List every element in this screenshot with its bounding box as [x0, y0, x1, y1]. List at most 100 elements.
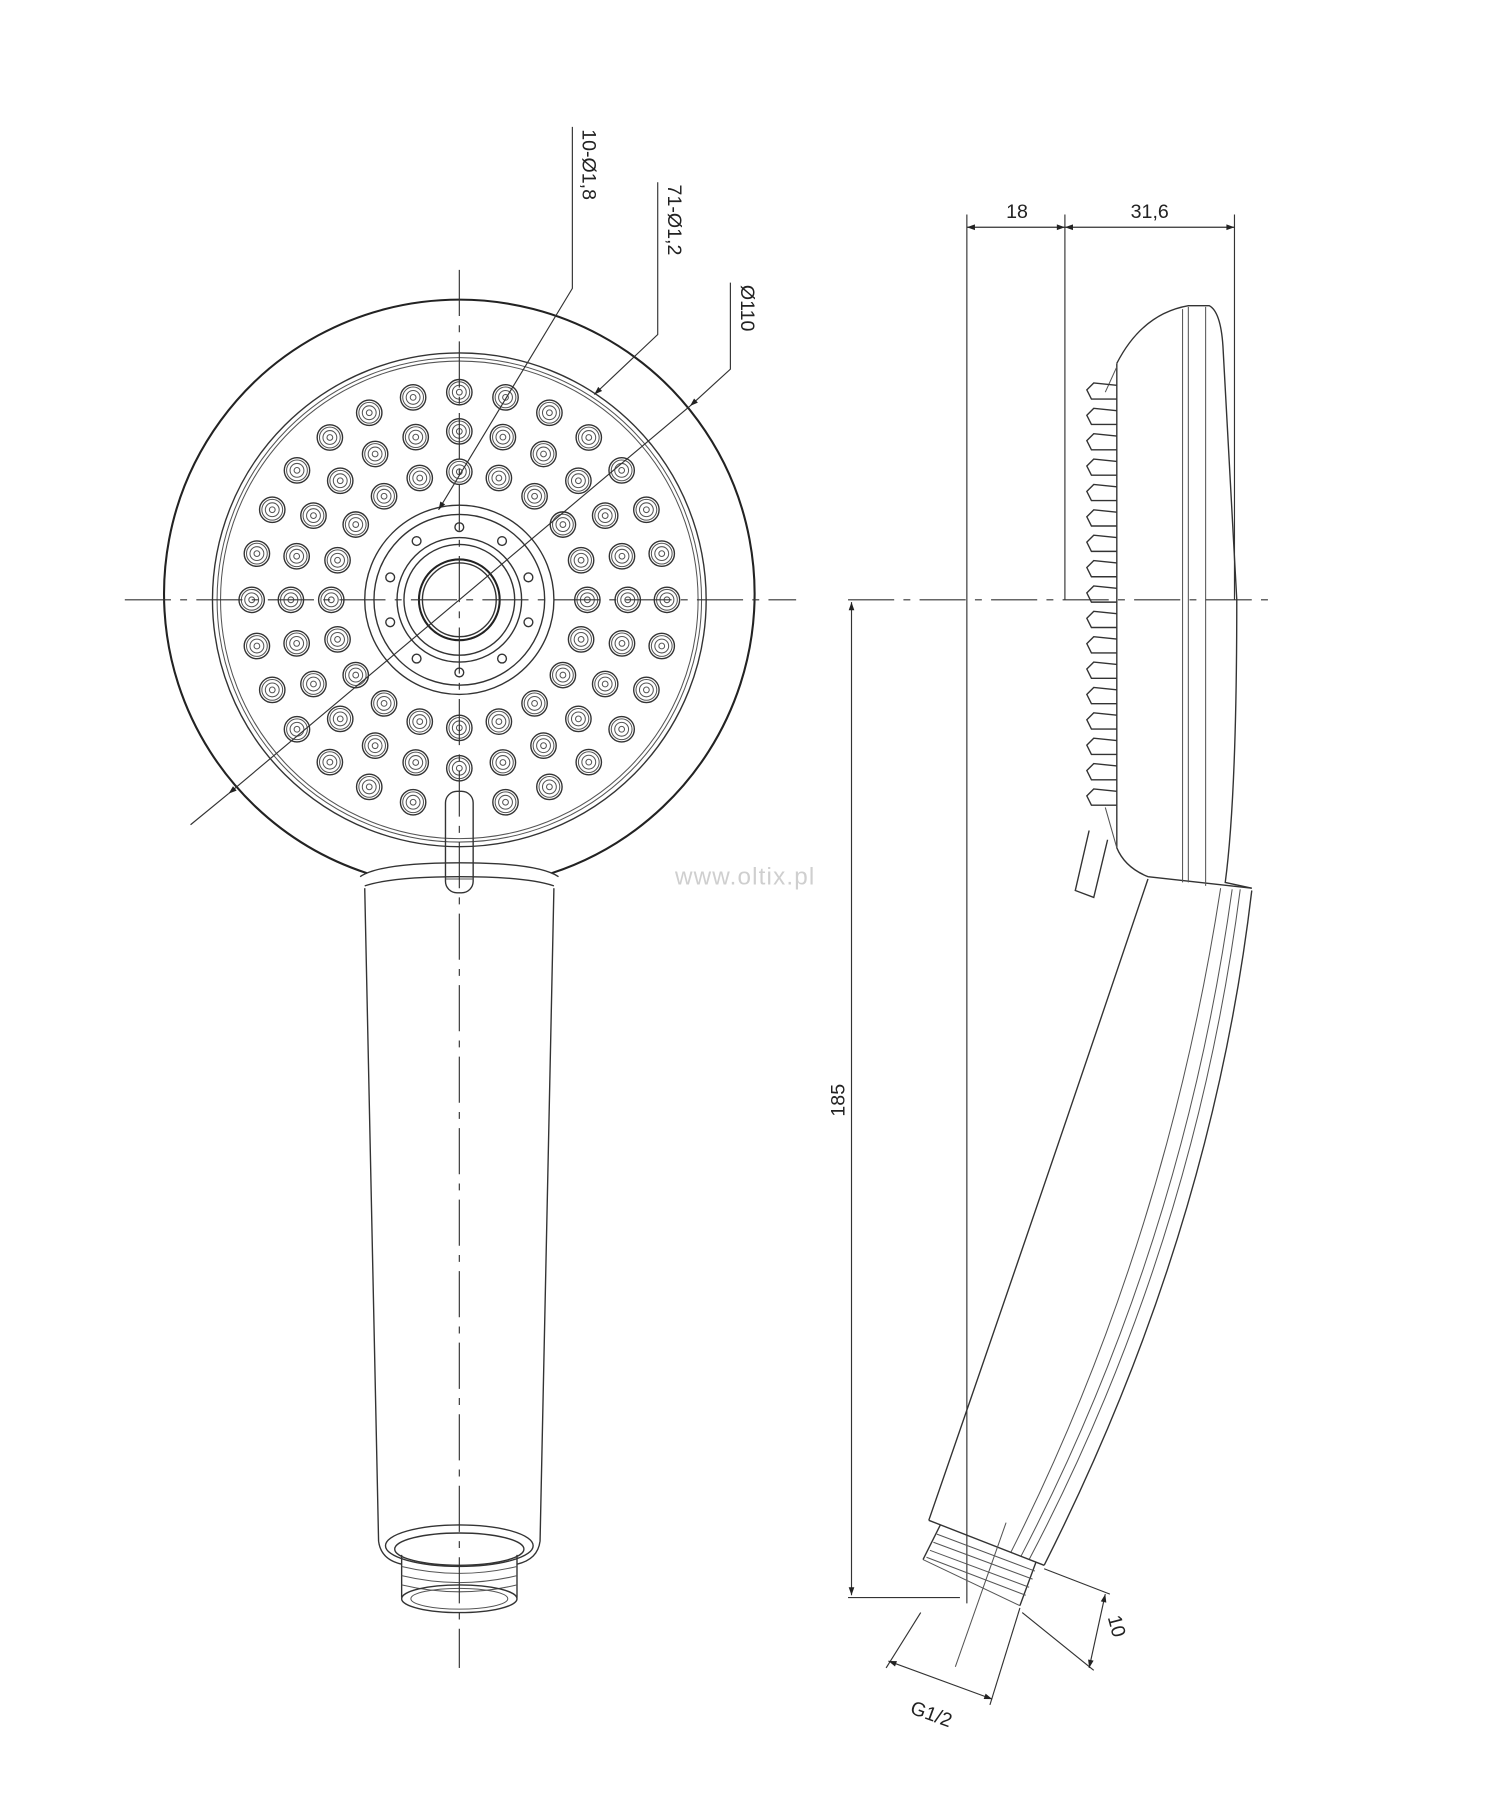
nozzle	[399, 384, 427, 411]
nozzle	[648, 540, 676, 567]
dim-line-10	[1088, 1594, 1107, 1669]
nozzle	[591, 670, 619, 698]
dim-line-thread	[888, 1660, 993, 1700]
nozzle	[406, 708, 434, 735]
nozzle	[608, 630, 636, 657]
dim-height: 185	[828, 1084, 850, 1117]
nozzle	[342, 511, 370, 538]
dim-thread: G1/2	[907, 1697, 954, 1732]
hub-hole	[385, 617, 396, 628]
dim-depth-front: 18	[1006, 201, 1028, 223]
front-view: 10-Ø1,8 71-Ø1,2 Ø110	[124, 126, 797, 1668]
side-nozzle	[1085, 534, 1117, 553]
nozzle	[530, 440, 557, 468]
nozzle	[355, 399, 383, 427]
nozzle-array	[238, 378, 681, 816]
nozzle	[283, 542, 311, 570]
nozzle	[575, 424, 603, 451]
nozzle	[633, 676, 660, 704]
nozzle	[492, 788, 519, 816]
nozzle	[370, 482, 398, 510]
side-head-outline	[1116, 304, 1252, 889]
nozzle	[521, 690, 548, 717]
nozzle	[342, 661, 370, 689]
nozzle	[258, 676, 286, 704]
nozzle	[565, 467, 592, 495]
nozzle	[608, 542, 636, 570]
nozzle	[521, 482, 548, 510]
hub-hole	[411, 535, 422, 547]
nozzle	[567, 546, 595, 574]
side-thread	[922, 1522, 1037, 1667]
hub-hole	[523, 572, 534, 583]
nozzle	[549, 661, 577, 689]
callout-diameter: Ø110	[736, 285, 758, 332]
nozzle	[536, 399, 563, 427]
side-nozzle	[1085, 407, 1117, 426]
nozzle	[492, 384, 519, 411]
diameter-line	[228, 405, 691, 795]
hub-hole	[411, 653, 422, 664]
nozzle	[326, 467, 354, 495]
nozzle	[591, 502, 619, 529]
hub-holes	[385, 522, 534, 678]
side-nozzle	[1085, 686, 1117, 705]
side-nozzle	[1085, 483, 1117, 502]
dim-thread-length: 10	[1103, 1613, 1130, 1640]
nozzle	[283, 456, 311, 484]
side-nozzle	[1085, 762, 1117, 781]
hub-hole	[496, 653, 508, 664]
side-nozzle	[1085, 737, 1117, 756]
nozzle	[316, 748, 344, 776]
nozzle	[300, 502, 327, 529]
side-nozzle	[1085, 458, 1117, 476]
nozzle	[258, 496, 286, 524]
nozzle	[485, 464, 513, 492]
nozzle	[300, 670, 327, 698]
side-nozzle	[1085, 636, 1117, 654]
nozzle	[549, 511, 577, 538]
side-view: 18 31,6 185 G1/2 10	[828, 201, 1272, 1732]
nozzle	[361, 440, 389, 468]
nozzle	[324, 626, 351, 653]
dim-depth-back: 31,6	[1131, 201, 1169, 223]
nozzle	[324, 546, 351, 574]
nozzle	[355, 773, 383, 801]
side-nozzle	[1085, 559, 1117, 578]
nozzle	[402, 749, 430, 776]
leader-nozzles	[593, 182, 659, 395]
side-nozzle	[1085, 382, 1117, 400]
side-nozzle	[1085, 712, 1117, 730]
leader-small-holes	[438, 126, 573, 511]
nozzle	[567, 626, 595, 653]
leader-diameter	[689, 282, 731, 407]
nozzle	[489, 749, 517, 776]
nozzle	[243, 632, 271, 660]
nozzle	[399, 788, 427, 816]
nozzle	[633, 496, 660, 524]
side-nozzle-row	[1085, 382, 1117, 806]
side-nozzle	[1085, 661, 1117, 679]
nozzle	[316, 424, 344, 451]
nozzle	[283, 630, 311, 657]
nozzle	[402, 423, 430, 451]
nozzle	[530, 732, 557, 760]
watermark: www.oltix.pl	[674, 864, 815, 891]
hub-hole	[385, 572, 396, 583]
side-nozzle	[1085, 610, 1117, 629]
nozzle	[370, 690, 398, 717]
hub-hole	[523, 617, 534, 628]
nozzle	[608, 715, 636, 743]
callout-small-holes: 10-Ø1,8	[578, 129, 600, 200]
nozzle	[243, 540, 271, 567]
nozzle	[648, 632, 676, 660]
nozzle	[575, 748, 603, 776]
side-nozzle	[1085, 585, 1117, 603]
nozzle	[406, 464, 434, 492]
side-nozzle	[1085, 509, 1117, 527]
callout-nozzles: 71-Ø1,2	[663, 185, 685, 256]
nozzle	[485, 708, 513, 735]
hub-hole	[496, 535, 508, 547]
side-nozzle	[1085, 432, 1117, 451]
